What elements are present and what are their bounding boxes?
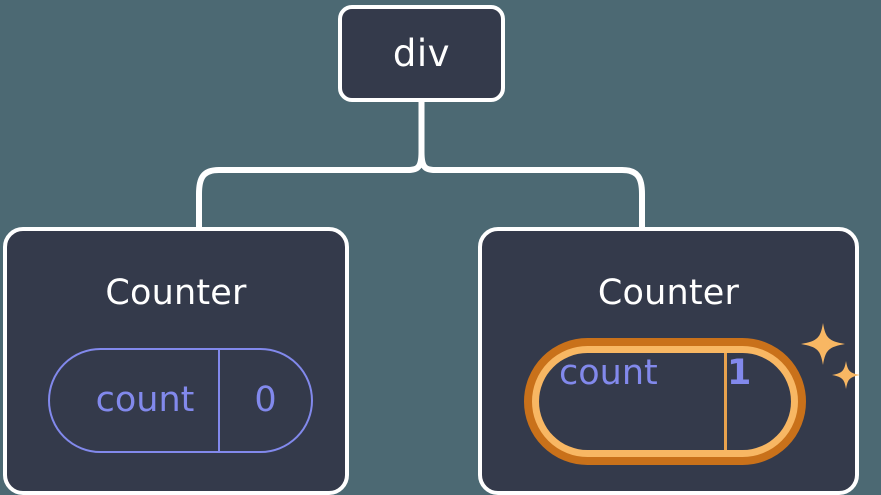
sparkle-icon-small: [832, 361, 860, 389]
card-left-title: Counter: [105, 273, 247, 313]
state-pill-right-highlight-ring[interactable]: count 1: [524, 338, 806, 465]
state-pill-left-key: count: [50, 350, 220, 451]
node-div-label: div: [392, 32, 451, 75]
state-pill-right-key: count: [539, 353, 727, 450]
state-pill-left[interactable]: count 0: [48, 348, 313, 453]
sparkle-icon-large: [801, 323, 845, 365]
state-pill-right[interactable]: count 1: [539, 353, 791, 450]
state-pill-left-value: 0: [254, 380, 277, 420]
connector-branch-right: [418, 149, 645, 230]
connector-branch-left: [196, 149, 425, 230]
card-right-title: Counter: [597, 273, 740, 313]
state-pill-right-value: 1: [727, 353, 752, 393]
card-counter-right[interactable]: Counter count 1: [478, 227, 860, 495]
node-div[interactable]: div: [338, 5, 505, 102]
sparkles-group: [801, 323, 860, 389]
card-counter-left[interactable]: Counter count 0: [3, 227, 349, 495]
